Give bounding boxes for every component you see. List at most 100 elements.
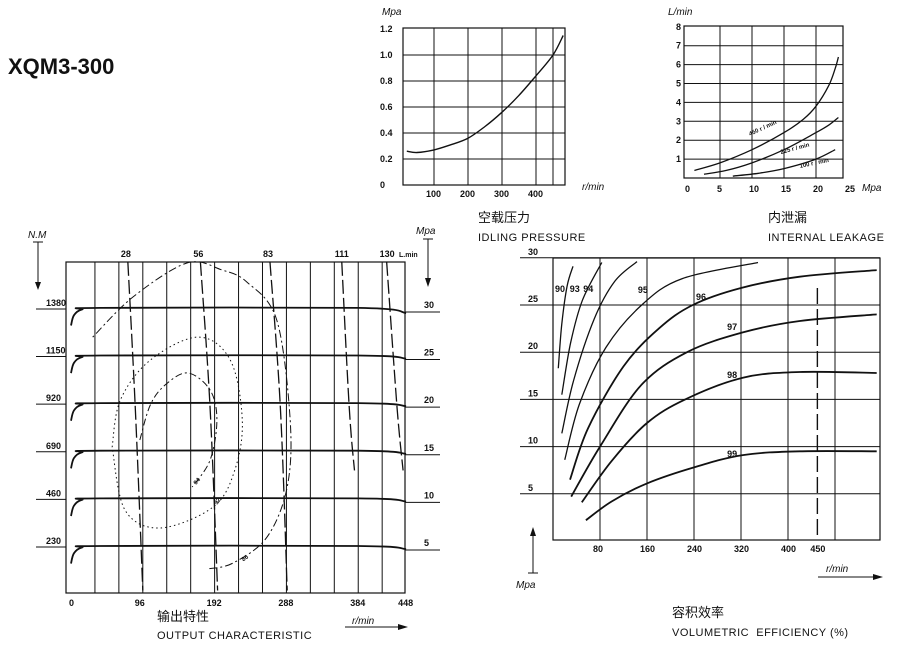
flow-line bbox=[386, 261, 404, 471]
x-tick-label: 400 bbox=[781, 544, 796, 554]
efficiency-label: 99 bbox=[727, 449, 737, 459]
flow-label: 56 bbox=[193, 249, 203, 259]
x-axis-label: Mpa bbox=[862, 183, 882, 194]
y-tick-label: 25 bbox=[528, 294, 538, 304]
efficiency-contour bbox=[92, 261, 292, 570]
pressure-tick-label: 30 bbox=[424, 300, 434, 310]
x-tick-label: 10 bbox=[749, 184, 759, 194]
y-tick-label: 8 bbox=[676, 22, 681, 32]
x-tick-label: 448 bbox=[398, 598, 413, 608]
x-tick-label: 288 bbox=[278, 598, 293, 608]
x-tick-label: 400 bbox=[528, 189, 543, 199]
efficiency-contour bbox=[111, 336, 243, 529]
chart-title-cn: 输出特性 bbox=[157, 609, 209, 624]
pressure-tick-label: 5 bbox=[424, 538, 429, 548]
x-tick-label: 300 bbox=[494, 189, 509, 199]
flow-unit-label: L.min bbox=[399, 252, 418, 259]
series-label: 450 r / min bbox=[748, 120, 778, 138]
torque-tick-label: 1150 bbox=[46, 346, 66, 356]
flow-line bbox=[127, 261, 144, 591]
flow-label: 130 bbox=[380, 249, 395, 259]
y-tick-label: 6 bbox=[676, 60, 681, 70]
flow-label: 83 bbox=[263, 249, 273, 259]
x-axis-label: r/min bbox=[826, 564, 849, 575]
leakage-curve bbox=[703, 116, 839, 175]
x-axis-label: r/min bbox=[582, 182, 605, 193]
model-title: XQM3-300 bbox=[8, 54, 114, 79]
y-tick-label: 4 bbox=[676, 97, 681, 107]
efficiency-label: 95 bbox=[638, 285, 648, 295]
y-tick-label: 5 bbox=[528, 483, 533, 493]
chart-title: INTERNAL LEAKAGE bbox=[768, 232, 884, 244]
torque-curve bbox=[70, 449, 407, 469]
y-tick-label: 2 bbox=[676, 135, 681, 145]
torque-tick-label: 1380 bbox=[46, 298, 66, 308]
contour-label: 94 bbox=[193, 477, 202, 486]
y-tick-label: 0.6 bbox=[380, 102, 393, 112]
leakage-curve bbox=[694, 56, 840, 172]
right-axis-label: Mpa bbox=[416, 226, 436, 237]
x-tick-label: 200 bbox=[460, 189, 475, 199]
pressure-tick-label: 10 bbox=[424, 490, 434, 500]
flow-label: 111 bbox=[335, 249, 349, 259]
idling-pressure-curve bbox=[406, 35, 564, 154]
efficiency-label: 90 bbox=[555, 284, 565, 294]
x-tick-label: 100 bbox=[426, 189, 441, 199]
y-tick-label: 7 bbox=[676, 41, 681, 51]
y-tick-label: 1 bbox=[676, 154, 681, 164]
efficiency-label: 96 bbox=[696, 292, 706, 302]
x-tick-label: 80 bbox=[593, 544, 603, 554]
efficiency-label: 94 bbox=[583, 284, 593, 294]
y-tick-label: 10 bbox=[528, 436, 538, 446]
x-tick-label: 0 bbox=[69, 598, 74, 608]
arrow-down-icon bbox=[35, 282, 41, 290]
arrow-right-icon bbox=[873, 574, 883, 580]
x-tick-label: 384 bbox=[350, 598, 365, 608]
x-tick-label: 5 bbox=[717, 184, 722, 194]
torque-tick-label: 690 bbox=[46, 441, 61, 451]
y-axis-label: Mpa bbox=[516, 580, 536, 591]
efficiency-contour bbox=[139, 372, 218, 488]
x-tick-label: 320 bbox=[734, 544, 749, 554]
efficiency-label: 98 bbox=[727, 370, 737, 380]
torque-curve bbox=[70, 401, 407, 421]
x-tick-label: 160 bbox=[640, 544, 655, 554]
efficiency-curve bbox=[557, 266, 574, 369]
y-tick-label: 0.2 bbox=[380, 154, 393, 164]
x-tick-label: 240 bbox=[687, 544, 702, 554]
y-tick-label: 1.0 bbox=[380, 50, 393, 60]
y-tick-label: 3 bbox=[676, 116, 681, 126]
x-tick-label: 192 bbox=[207, 598, 222, 608]
efficiency-curve bbox=[561, 262, 603, 395]
x-tick-label: 96 bbox=[135, 598, 145, 608]
y-axis-label: Mpa bbox=[382, 7, 402, 18]
chart-title: OUTPUT CHARACTERISTIC bbox=[157, 630, 312, 642]
efficiency-label: 93 bbox=[570, 284, 580, 294]
x-tick-label: 20 bbox=[813, 184, 823, 194]
x-tick-label: 25 bbox=[845, 184, 855, 194]
arrow-down-icon bbox=[425, 278, 431, 287]
torque-curve bbox=[70, 497, 407, 517]
chart-title: IDLING PRESSURE bbox=[478, 232, 586, 244]
x-axis-label: r/min bbox=[352, 616, 375, 627]
leakage-curve bbox=[732, 149, 836, 177]
pressure-tick-label: 20 bbox=[424, 395, 434, 405]
contour-label: 86 bbox=[241, 554, 250, 563]
x-tick-label: 450 bbox=[810, 544, 825, 554]
x-tick-label: 0 bbox=[685, 184, 690, 194]
flow-line bbox=[199, 261, 219, 591]
flow-line bbox=[341, 261, 356, 471]
chart-title: VOLUMETRIC EFFICIENCY (%) bbox=[672, 627, 849, 639]
contour-label: 92 bbox=[214, 497, 223, 506]
y-tick-label: 5 bbox=[676, 79, 681, 89]
y-tick-label: 0 bbox=[380, 180, 385, 190]
y-tick-label: 20 bbox=[528, 341, 538, 351]
efficiency-curve bbox=[585, 450, 877, 521]
y-tick-label: 1.2 bbox=[380, 24, 393, 34]
efficiency-curve bbox=[564, 261, 759, 460]
